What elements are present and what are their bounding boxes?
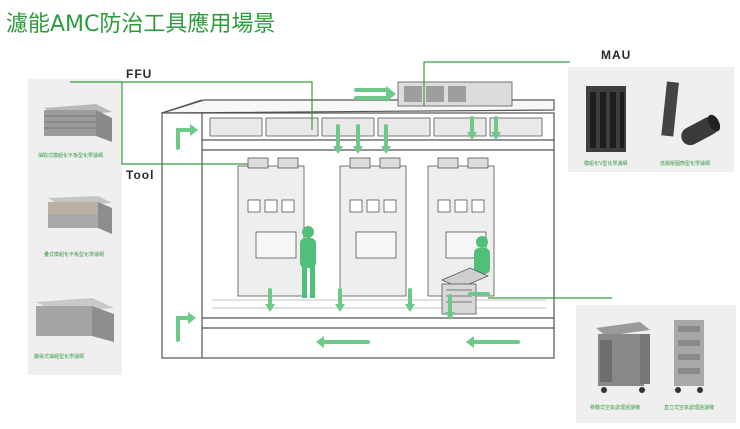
drawer-filter-image-1 bbox=[44, 104, 112, 142]
page-title: 濾能AMC防治工具應用場景 bbox=[6, 12, 276, 37]
product-caption-left-1: 抽取式模組化平板型化學濾網 bbox=[38, 153, 104, 159]
mau-label: MAU bbox=[601, 48, 632, 62]
worker-figure-1 bbox=[300, 226, 316, 298]
stacked-filter-image-2 bbox=[48, 196, 112, 234]
upright-air-purifier-image bbox=[674, 320, 704, 393]
airflow-arrowheads bbox=[188, 86, 501, 348]
worker-figure-2 bbox=[474, 236, 490, 274]
mau-unit bbox=[397, 81, 513, 107]
mobile-air-cleaner-in-room bbox=[441, 267, 489, 315]
v-bank-filter-image bbox=[586, 86, 626, 152]
product-caption-mau-1: 模組化V型化學濾網 bbox=[584, 161, 628, 167]
product-caption-tool-2: 直立式空氣處理過濾機 bbox=[664, 405, 715, 411]
mobile-air-purifier-image bbox=[596, 322, 650, 393]
process-tool-1 bbox=[237, 157, 305, 297]
process-tool-2 bbox=[339, 157, 407, 297]
ffu-label: FFU bbox=[126, 67, 153, 81]
airflow-arrows bbox=[176, 88, 520, 344]
product-caption-mau-2: 低靜壓圓筒型化學濾網 bbox=[660, 161, 711, 167]
drawer-filter-image-3 bbox=[36, 298, 114, 342]
product-caption-left-2: 疊式模組化平板型化學濾網 bbox=[44, 252, 105, 258]
tool-label: Tool bbox=[126, 168, 155, 182]
ffu-ceiling-units bbox=[209, 117, 543, 137]
product-caption-tool-1: 移動式空氣處理過濾機 bbox=[590, 405, 641, 411]
product-caption-left-3: 擴張式抽屜型化學濾網 bbox=[34, 354, 85, 360]
callout-lines bbox=[70, 61, 612, 299]
cylinder-filter-image bbox=[661, 81, 721, 146]
